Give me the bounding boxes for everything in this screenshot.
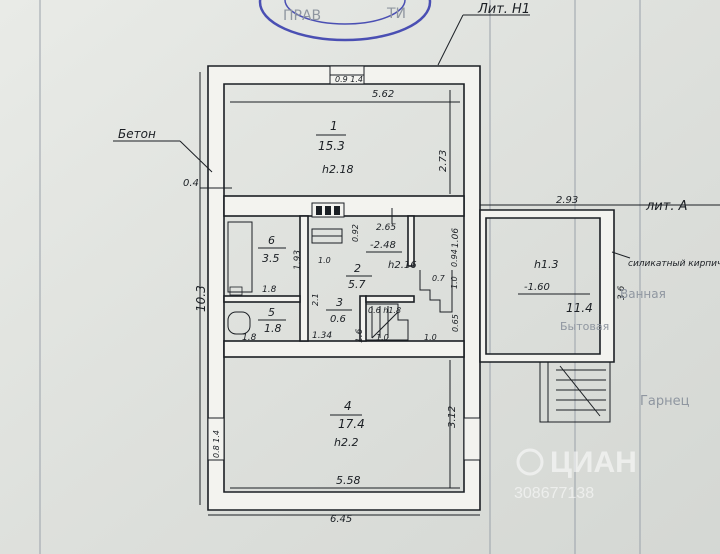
svg-text:силикатный кирпич.: силикатный кирпич. bbox=[628, 259, 720, 269]
room-1-area: 15.3 bbox=[318, 139, 345, 153]
room-1-number: 1 bbox=[330, 119, 338, 133]
sink-icon bbox=[229, 286, 243, 296]
toilet-icon bbox=[227, 311, 251, 335]
dim-annex-side: 3.6 bbox=[617, 285, 627, 300]
room-6-number: 6 bbox=[268, 234, 275, 247]
dim-stair-right: 1.06 bbox=[451, 228, 461, 248]
dim-total-height: 10.3 bbox=[194, 285, 208, 312]
room-5-area: 1.8 bbox=[264, 322, 282, 335]
dim-room2-w: 1.0 bbox=[318, 256, 331, 265]
bathtub bbox=[227, 221, 253, 293]
dim-room2-h: 0.92 bbox=[351, 224, 360, 242]
dim-total-width: 6.45 bbox=[330, 514, 352, 525]
right-note-3: Бытовая bbox=[560, 320, 609, 333]
room-4-area: 17.4 bbox=[338, 417, 365, 431]
silicate-brick-label: силикатный кирпич. bbox=[611, 251, 720, 269]
stamp-text-2: ТИ bbox=[386, 6, 406, 22]
staircase-annex bbox=[539, 361, 611, 423]
dim-065: 0.65 bbox=[451, 314, 460, 332]
right-note-2: Ванная bbox=[620, 287, 666, 301]
stamp-text-1: ПРАВ bbox=[283, 8, 321, 24]
lit-h1-label: Лит. Н1 bbox=[437, 2, 530, 66]
dim-room1-height: 2.73 bbox=[438, 150, 449, 172]
room-2-area: 5.7 bbox=[348, 278, 366, 291]
dim-10b: 1.0 bbox=[376, 333, 389, 342]
watermark-id: 308677138 bbox=[514, 485, 594, 502]
window-right bbox=[463, 417, 481, 461]
annex-area: 11.4 bbox=[566, 301, 593, 315]
room-6-area: 3.5 bbox=[262, 252, 280, 265]
dim-room1-width: 5.62 bbox=[372, 89, 394, 100]
beton-label: Бетон bbox=[113, 127, 213, 173]
dim-room6-height: 1.93 bbox=[293, 250, 303, 270]
level-2: -2.48 bbox=[370, 240, 396, 251]
right-notes: Гарнец Ванная Бытовая bbox=[560, 287, 690, 409]
dim-annex-top: 2.93 bbox=[556, 195, 578, 206]
dim-room6-width: 1.8 bbox=[262, 285, 277, 295]
dim-10a: 1.0 bbox=[450, 276, 459, 289]
lit-a-label: лит. А bbox=[645, 199, 688, 214]
room-4-height: h2.2 bbox=[334, 436, 358, 449]
room-2-number: 2 bbox=[354, 262, 361, 275]
dim-room4-height: 3.12 bbox=[447, 406, 458, 428]
room-3-area: 0.6 bbox=[330, 314, 346, 325]
watermark-brand: ЦИАН bbox=[550, 446, 637, 479]
annex-height: h1.3 bbox=[534, 258, 558, 271]
dim-094: 0.94 bbox=[450, 249, 459, 267]
staircase-main bbox=[365, 270, 453, 341]
dim-wall-thickness: 0.4 bbox=[183, 178, 199, 189]
room-2-height: h2.16 bbox=[388, 260, 417, 271]
room-4-number: 4 bbox=[344, 399, 352, 413]
dim-07: 0.7 bbox=[432, 274, 446, 283]
paper-grid bbox=[39, 0, 641, 554]
window-left bbox=[207, 417, 225, 461]
room-1-height: h2.18 bbox=[322, 163, 353, 176]
dim-stair-top: 2.65 bbox=[376, 223, 396, 233]
stamp-seal: ПРАВ ТИ bbox=[258, 0, 432, 42]
dim-room5-width: 1.8 bbox=[242, 333, 257, 343]
annex-level: -1.60 bbox=[524, 282, 550, 293]
dim-134: 1.34 bbox=[312, 331, 332, 341]
svg-text:Лит. Н1: Лит. Н1 bbox=[477, 2, 530, 17]
stair-mark: 0.6 h1.8 bbox=[368, 306, 401, 315]
dim-21: 2.1 bbox=[311, 293, 320, 306]
dim-16: 1.6 bbox=[355, 328, 365, 343]
dim-top-window: 0.9 1.4 bbox=[335, 75, 363, 84]
right-note-1: Гарнец bbox=[640, 394, 690, 409]
dim-10c: 1.0 bbox=[424, 333, 437, 342]
appliance-block bbox=[311, 202, 345, 244]
room-3-number: 3 bbox=[336, 296, 343, 309]
watermark: ЦИАН 308677138 bbox=[514, 446, 637, 502]
dim-window-side: 0.8 1.4 bbox=[212, 430, 221, 458]
svg-text:Бетон: Бетон bbox=[118, 127, 156, 141]
annex-walls bbox=[479, 204, 720, 363]
room-5-number: 5 bbox=[268, 306, 275, 319]
dim-room4-width: 5.58 bbox=[336, 474, 361, 487]
